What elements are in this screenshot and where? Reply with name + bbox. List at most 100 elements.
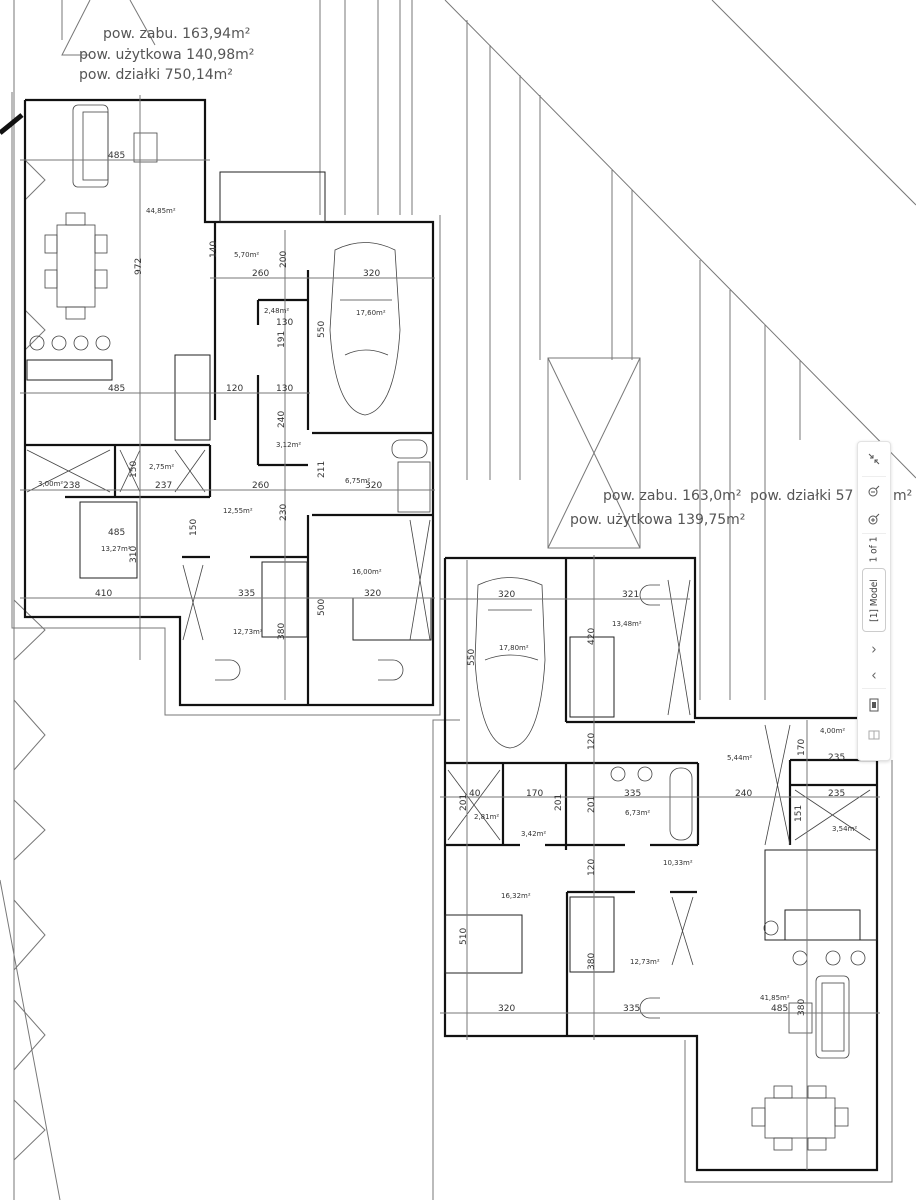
built-area-label: pow. zabu. 163,0m² [603, 488, 741, 504]
left-room-areas: 44,85m² 5,70m² 17,60m² 2,48m² 3,12m² 6,7… [38, 207, 386, 636]
plot-area-label: pow. działki 57 [750, 488, 853, 504]
dimension: 170 [797, 739, 807, 756]
next-icon[interactable]: › [871, 640, 877, 658]
usable-area-label: pow. użytkowa 140,98m² [79, 47, 254, 63]
layout-icon [868, 730, 880, 740]
room-area: 41,85m² [760, 994, 790, 1002]
zoom-out-icon [868, 485, 880, 497]
dimension: 550 [317, 321, 327, 338]
dimension: 201 [554, 794, 564, 811]
room-area: 44,85m² [146, 207, 176, 215]
room-area: 17,60m² [356, 309, 386, 317]
layout-tab-label: [1] Model [868, 578, 880, 622]
room-area: 10,33m² [663, 859, 693, 867]
room-area: 6,73m² [625, 809, 650, 817]
dimension: 238 [63, 481, 80, 491]
dimension: 235 [828, 789, 845, 799]
room-area: 13,48m² [612, 620, 642, 628]
dimension: 320 [498, 590, 515, 600]
dimension: 200 [279, 251, 289, 268]
dimension: 230 [279, 504, 289, 521]
room-area: 17,80m² [499, 644, 529, 652]
dimension: 120 [226, 384, 243, 394]
dimension: 485 [108, 384, 125, 394]
dimension: 485 [108, 528, 125, 538]
right-dimensions: 320 321 550 420 120 170 235 40 170 335 2… [459, 590, 845, 1016]
room-area: 16,00m² [352, 568, 382, 576]
dimension: 320 [364, 589, 381, 599]
dimension: 211 [317, 461, 327, 478]
dimension: 120 [587, 733, 597, 750]
dimension: 130 [276, 384, 293, 394]
room-area: 6,75m² [345, 477, 370, 485]
dimension: 240 [735, 789, 752, 799]
dimension: 380 [277, 623, 287, 640]
built-area-label: pow. zabu. 163,94m² [103, 26, 250, 42]
dimension: 500 [317, 599, 327, 616]
left-dimensions: 485 972 140 200 260 320 130 191 550 485 … [63, 151, 382, 640]
plot-area-label: pow. działki 750,14m² [79, 67, 233, 83]
left-house-furniture [26, 104, 431, 681]
room-area: 2,81m² [474, 813, 499, 821]
left-house-walls [23, 98, 435, 707]
dimension: 550 [467, 649, 477, 666]
room-area: 12,73m² [233, 628, 263, 636]
room-area: 2,75m² [149, 463, 174, 471]
dimension: 191 [277, 331, 287, 348]
plot-area-unit: m² [893, 488, 912, 504]
left-house-summary: pow. zabu. 163,94m² pow. użytkowa 140,98… [79, 26, 254, 83]
dimension: 235 [828, 753, 845, 763]
room-area: 16,32m² [501, 892, 531, 900]
right-room-areas: 17,80m² 13,48m² 5,44m² 4,00m² 2,81m² 3,4… [474, 620, 857, 1002]
right-house-summary: pow. zabu. 163,0m² pow. działki 57 m² po… [570, 488, 912, 528]
dimension: 40 [469, 789, 481, 799]
layout-button[interactable] [858, 721, 890, 749]
dimension: 380 [587, 953, 597, 970]
dimension: 321 [622, 590, 639, 600]
dimension: 150 [189, 519, 199, 536]
dimension: 140 [209, 241, 219, 258]
room-area: 12,73m² [630, 958, 660, 966]
dimension: 240 [277, 411, 287, 428]
zoom-out-button[interactable] [858, 477, 890, 505]
dimension: 320 [498, 1004, 515, 1014]
zoom-in-icon [868, 513, 880, 525]
dimension: 972 [134, 258, 144, 275]
dimension: 485 [771, 1004, 788, 1014]
north-marker [0, 113, 24, 135]
print-icon [869, 698, 879, 712]
usable-area-label: pow. użytkowa 139,75m² [570, 512, 745, 528]
room-area: 3,00m² [38, 480, 63, 488]
print-button[interactable] [858, 689, 890, 721]
previous-icon[interactable]: ‹ [871, 666, 877, 684]
dimension: 130 [276, 318, 293, 328]
dimension: 237 [155, 481, 172, 491]
viewer-toolbar: 1 of 1 [1] Model › ‹ [857, 441, 891, 761]
dimension: 201 [459, 794, 469, 811]
collapse-icon [868, 453, 880, 465]
dimension: 410 [95, 589, 112, 599]
dimension: 510 [459, 928, 469, 945]
right-dimension-lines [440, 555, 880, 1170]
zoom-in-button[interactable] [858, 505, 890, 533]
room-area: 5,70m² [234, 251, 259, 259]
page-indicator: 1 of 1 [868, 536, 880, 562]
dimension: 420 [587, 628, 597, 645]
dimension: 260 [252, 269, 269, 279]
dimension: 151 [794, 805, 804, 822]
dimension: 335 [623, 1004, 640, 1014]
dimension: 380 [797, 999, 807, 1016]
room-area: 13,27m² [101, 545, 131, 553]
dimension: 120 [587, 859, 597, 876]
dimension: 320 [363, 269, 380, 279]
dimension: 310 [129, 546, 139, 563]
room-area: 3,42m² [521, 830, 546, 838]
collapse-button[interactable] [858, 442, 890, 476]
room-area: 3,12m² [276, 441, 301, 449]
layout-tab-model[interactable]: [1] Model [862, 568, 886, 632]
dimension: 335 [238, 589, 255, 599]
dimension: 260 [252, 481, 269, 491]
dimension: 335 [624, 789, 641, 799]
